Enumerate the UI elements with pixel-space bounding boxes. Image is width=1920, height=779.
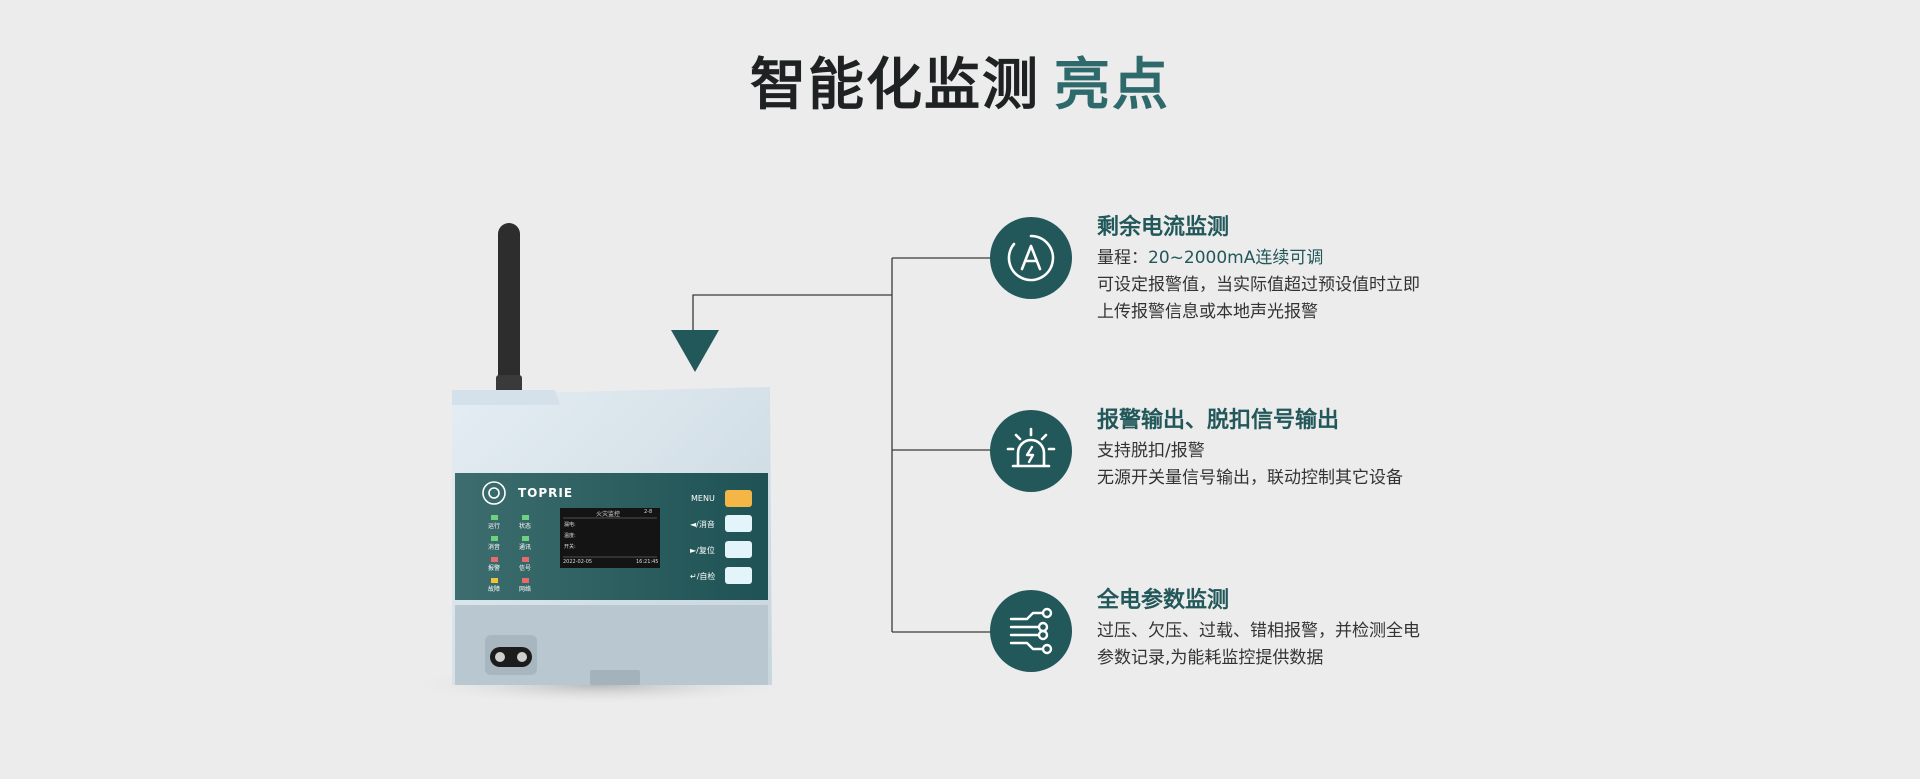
led-dot <box>490 557 498 562</box>
device-brand: TOPRIE <box>518 486 574 500</box>
screen-time: 16:21:45 <box>636 559 659 565</box>
feature-line: 上传报警信息或本地声光报警 <box>1097 302 1318 322</box>
range-label: 量程： <box>1097 248 1148 268</box>
status-led: 信号 <box>511 557 539 572</box>
status-led: 状态 <box>511 515 539 530</box>
down-arrow-icon <box>671 330 719 372</box>
screen-row-temp: 温度: <box>564 533 576 539</box>
feature-icon-badge <box>990 410 1072 492</box>
feature-line: 支持脱扣/报警 <box>1097 441 1205 461</box>
led-dot <box>521 536 529 541</box>
led-label: 运行 <box>487 523 500 530</box>
feature-title: 剩余电流监测 <box>1097 215 1230 240</box>
feature-line: 量程：20~2000mA连续可调 <box>1097 245 1437 272</box>
status-led: 网络 <box>511 578 539 593</box>
led-label: 消音 <box>487 544 500 551</box>
alarm-light-icon <box>1006 427 1056 468</box>
led-dot <box>521 515 529 520</box>
screen-date: 2022-02-05 <box>563 559 593 565</box>
status-led: 报警 <box>480 557 508 572</box>
device-illustration: TOPRIE MENU ◄/消音 ►/复位 ↵/自检 火灾监控 2-8 漏电: … <box>400 215 800 715</box>
circuit-icon <box>1009 607 1053 655</box>
button-label-reset: ►/复位 <box>690 546 715 555</box>
range-value: 20~2000mA连续可调 <box>1148 248 1324 268</box>
led-dot <box>521 578 529 583</box>
led-dot <box>521 557 529 562</box>
status-led: 消音 <box>480 536 508 551</box>
led-label: 报警 <box>487 565 500 572</box>
screen-page: 2-8 <box>644 509 653 515</box>
led-label: 故障 <box>487 586 500 593</box>
feature-line: 无源开关量信号输出，联动控制其它设备 <box>1097 468 1403 488</box>
button-label-selftest: ↵/自检 <box>690 572 716 581</box>
feature-line: 过压、欠压、过载、错相报警，并检测全电 <box>1097 621 1420 641</box>
status-led: 故障 <box>480 578 508 593</box>
feature-icon-badge <box>990 217 1072 299</box>
title-accent: 亮点 <box>1054 53 1170 118</box>
led-dot <box>490 536 498 541</box>
led-dot <box>490 515 498 520</box>
ammeter-icon <box>1007 234 1055 282</box>
led-dot <box>490 578 498 583</box>
screen-title: 火灾监控 <box>596 511 621 518</box>
led-label: 信号 <box>518 565 531 572</box>
page-title: 智能化监测亮点 <box>0 40 1920 121</box>
feature-title: 全电参数监测 <box>1097 588 1230 613</box>
led-label: 状态 <box>518 523 531 530</box>
status-led: 通讯 <box>511 536 539 551</box>
button-label-mute: ◄/消音 <box>690 520 715 529</box>
title-main: 智能化监测 <box>750 53 1040 118</box>
feature-line: 可设定报警值，当实际值超过预设值时立即 <box>1097 275 1420 295</box>
status-led: 运行 <box>480 515 508 530</box>
feature-title: 报警输出、脱扣信号输出 <box>1097 408 1340 433</box>
led-label: 通讯 <box>518 544 531 551</box>
feature-line: 参数记录,为能耗监控提供数据 <box>1097 648 1324 668</box>
screen-row-switch: 开关: <box>564 544 576 550</box>
feature-icon-badge <box>990 590 1072 672</box>
led-label: 网络 <box>518 586 531 593</box>
menu-label: MENU <box>691 494 715 503</box>
screen-row-leak: 漏电: <box>564 522 576 528</box>
